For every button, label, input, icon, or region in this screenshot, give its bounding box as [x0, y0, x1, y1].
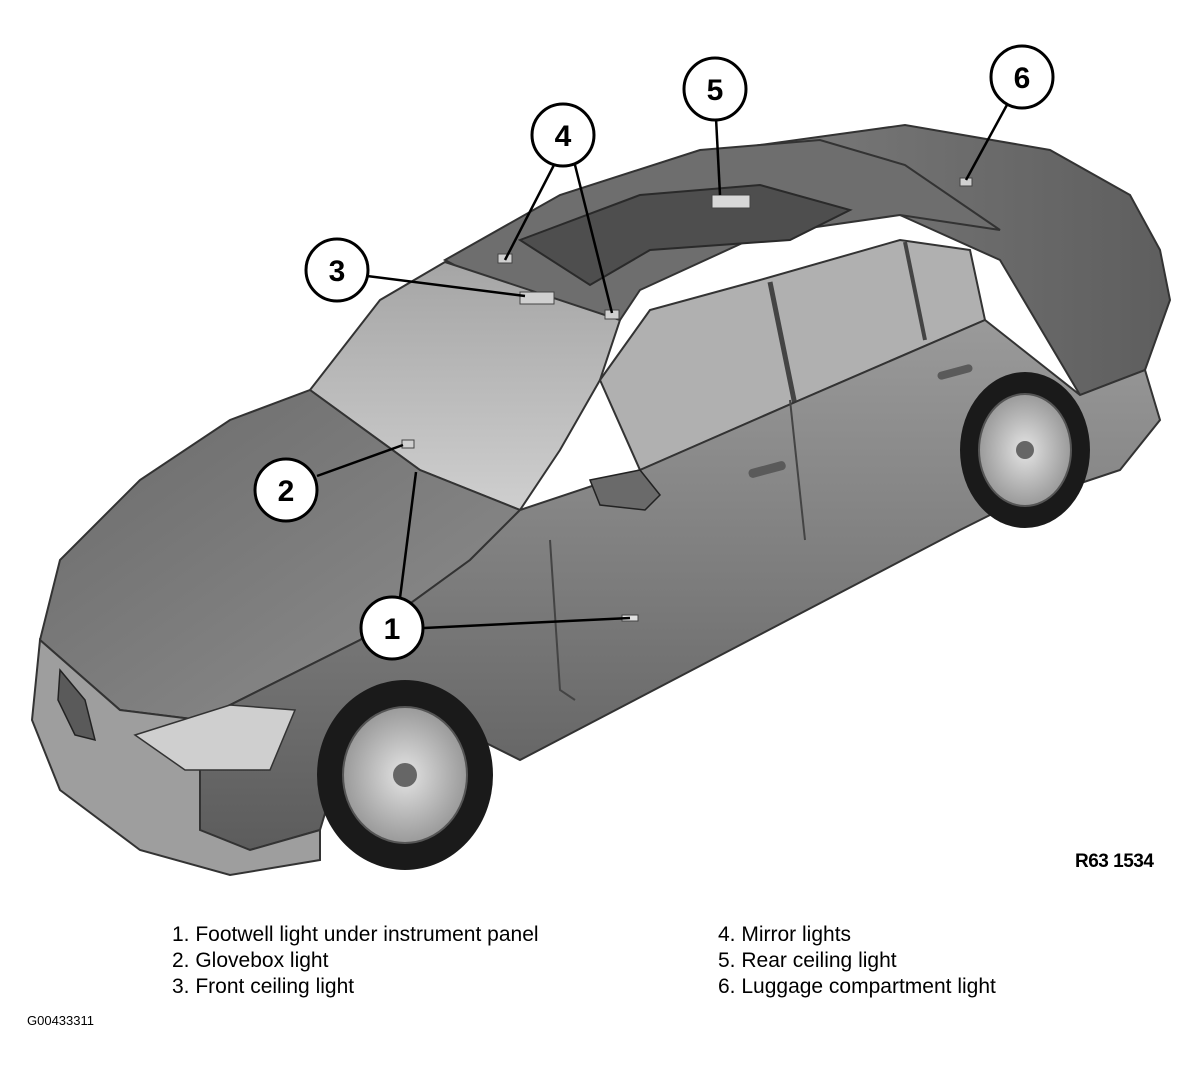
sunroof [517, 183, 853, 287]
callout-6: 6 [989, 44, 1055, 110]
callout-5: 5 [682, 56, 748, 122]
legend-item: 2. Glovebox light [172, 949, 329, 972]
callout-2-number: 2 [278, 475, 295, 508]
callout-1-number: 1 [384, 613, 401, 646]
rear-wheel [960, 372, 1090, 528]
legend-right-column: 4. Mirror lights 5. Rear ceiling light 6… [718, 922, 996, 1000]
headlight [133, 704, 297, 771]
figure-id: G00433311 [27, 1013, 94, 1028]
callout-3-number: 3 [329, 255, 346, 288]
callout-1: 1 [359, 595, 425, 661]
grille [57, 668, 97, 742]
leader-lines [316, 102, 1010, 630]
front-wheel [317, 680, 493, 870]
callout-4-number: 4 [555, 120, 572, 153]
callout-3: 3 [304, 237, 370, 303]
legend-item: 1. Footwell light under instrument panel [172, 923, 539, 946]
callout-4: 4 [530, 102, 596, 168]
callout-5-number: 5 [707, 74, 724, 107]
callout-6-number: 6 [1014, 62, 1031, 95]
side-mirror [588, 469, 662, 511]
reference-code: R63 1534 [1075, 851, 1154, 872]
legend-item: 3. Front ceiling light [172, 975, 355, 998]
legend-item: 4. Mirror lights [718, 923, 852, 946]
legend-item: 6. Luggage compartment light [718, 975, 996, 998]
legend-item: 5. Rear ceiling light [718, 949, 897, 972]
callout-2: 2 [253, 457, 319, 523]
car-body [30, 123, 1172, 877]
car-illustration: 1 2 3 4 5 6 [30, 44, 1172, 877]
legend-left-column: 1. Footwell light under instrument panel… [172, 922, 539, 1000]
